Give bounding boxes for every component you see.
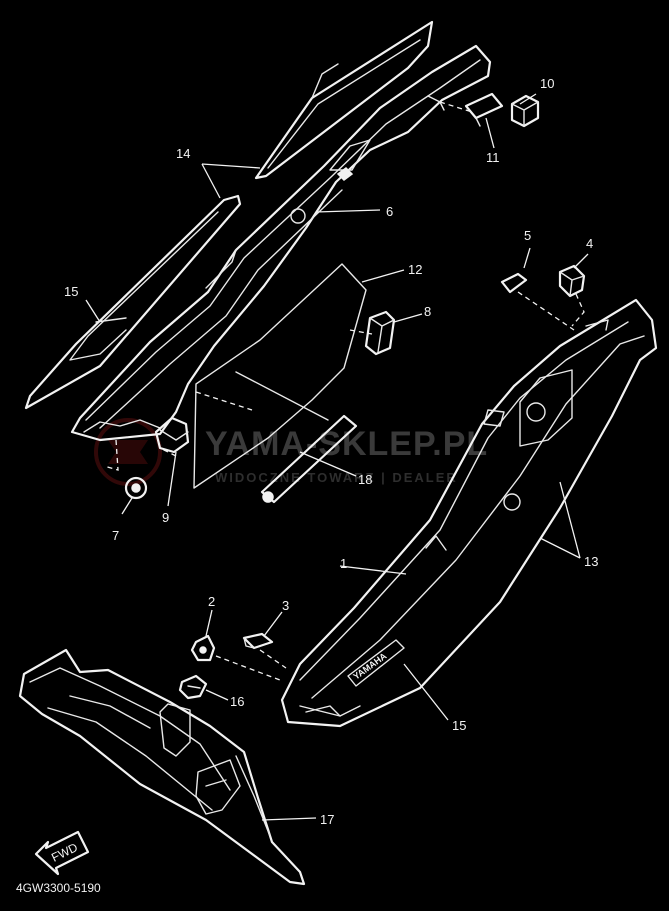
yamaha-decal: YAMAHA (347, 639, 405, 687)
callout-6: 6 (386, 204, 393, 219)
callout-15-upper: 15 (64, 284, 78, 299)
part-10-rubber (510, 94, 540, 128)
callout-15-lower: 15 (452, 718, 466, 733)
callout-12: 12 (408, 262, 422, 277)
part-17-grommet (178, 674, 208, 700)
callout-7: 7 (112, 528, 119, 543)
part-18-rod (260, 414, 358, 504)
document-number: 4GW3300-5190 (16, 881, 101, 895)
callout-17: 16 (230, 694, 244, 709)
callout-3: 3 (282, 598, 289, 613)
callout-11: 11 (486, 150, 500, 165)
part-7-grommet (124, 476, 148, 500)
fwd-arrow-icon: FWD (34, 830, 90, 876)
part-3-pad (242, 632, 274, 650)
part-12-panel (193, 263, 367, 489)
part-4-pad (558, 264, 586, 298)
part-11-plate (464, 92, 504, 127)
callout-2: 2 (208, 594, 215, 609)
callout-13: 13 (584, 554, 598, 569)
watermark: YAMA-SKLEP.PL WIDOCZNE TOWARZ | DEALER (94, 418, 488, 486)
callout-16: 17 (320, 812, 334, 827)
callout-8: 8 (424, 304, 431, 319)
watermark-logo-icon (94, 418, 162, 486)
part-8-block (364, 310, 396, 356)
decal-text: YAMAHA (351, 651, 389, 682)
part-9-bracket (154, 416, 190, 454)
callout-10: 10 (540, 76, 554, 91)
callout-1: 1 (340, 556, 347, 571)
part-15-left-cover (24, 194, 242, 410)
watermark-sub: WIDOCZNE TOWARZ | DEALER (215, 470, 458, 485)
part-2-grommet (190, 634, 216, 662)
callout-9: 9 (162, 510, 169, 525)
callout-4: 4 (586, 236, 593, 251)
part-6-frame-rail (70, 44, 492, 442)
callout-14: 14 (176, 146, 190, 161)
callout-5: 5 (524, 228, 531, 243)
part-14-upper-cover (254, 20, 434, 180)
part-1-side-cover (280, 298, 658, 728)
callouts: 14 15 6 10 11 5 4 12 8 18 9 7 1 13 15 2 … (64, 76, 598, 827)
leader-lines (85, 93, 589, 821)
watermark-main: YAMA-SKLEP.PL (205, 425, 488, 463)
callout-18: 18 (358, 472, 372, 487)
part-16-lower-cover (18, 648, 306, 886)
part-5-pad (500, 272, 528, 294)
